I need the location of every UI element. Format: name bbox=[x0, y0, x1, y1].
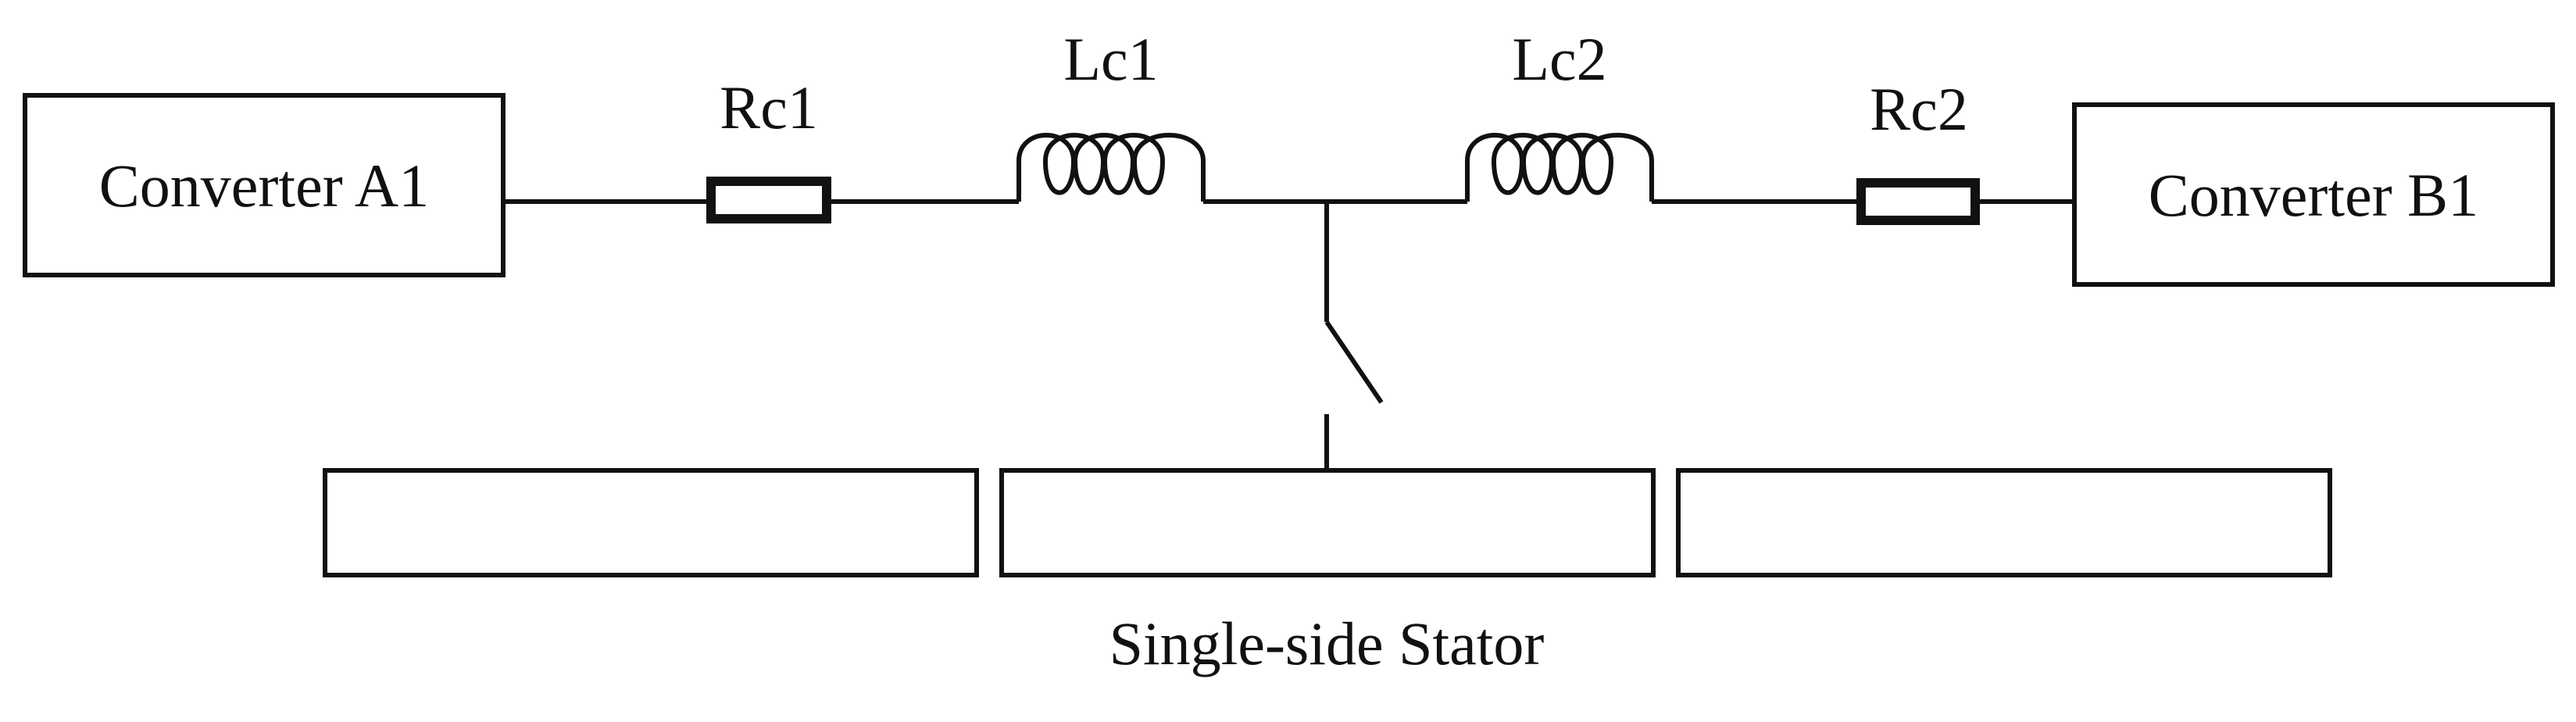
converter-a1-label: Converter A1 bbox=[99, 152, 429, 220]
converter-b1-label: Converter B1 bbox=[2149, 161, 2478, 229]
inductor-lc2-coil bbox=[1465, 133, 1654, 202]
stator-label: Single-side Stator bbox=[1109, 609, 1545, 677]
stator-segment-right bbox=[1676, 468, 2332, 577]
resistor-rc2-label: Rc2 bbox=[1870, 75, 1968, 143]
section-switch bbox=[1324, 202, 1384, 470]
stator-segment-middle bbox=[999, 468, 1656, 577]
inductor-lc2: Lc2 bbox=[1465, 25, 1654, 202]
converter-b1-block: Converter B1 bbox=[2072, 102, 2555, 287]
inductor-lc1: Lc1 bbox=[1016, 25, 1206, 202]
inductor-lc1-label: Lc1 bbox=[1063, 25, 1158, 93]
stator-segments bbox=[323, 468, 2332, 577]
stator-segment-left bbox=[323, 468, 979, 577]
inductor-lc2-label: Lc2 bbox=[1512, 25, 1606, 93]
resistor-rc2: Rc2 bbox=[1856, 75, 1980, 225]
converter-a1-block: Converter A1 bbox=[23, 93, 506, 277]
resistor-rc1-label: Rc1 bbox=[720, 73, 818, 141]
inductor-lc1-coil bbox=[1016, 133, 1206, 202]
resistor-rc1: Rc1 bbox=[706, 73, 831, 223]
switch-blade bbox=[1324, 320, 1384, 404]
